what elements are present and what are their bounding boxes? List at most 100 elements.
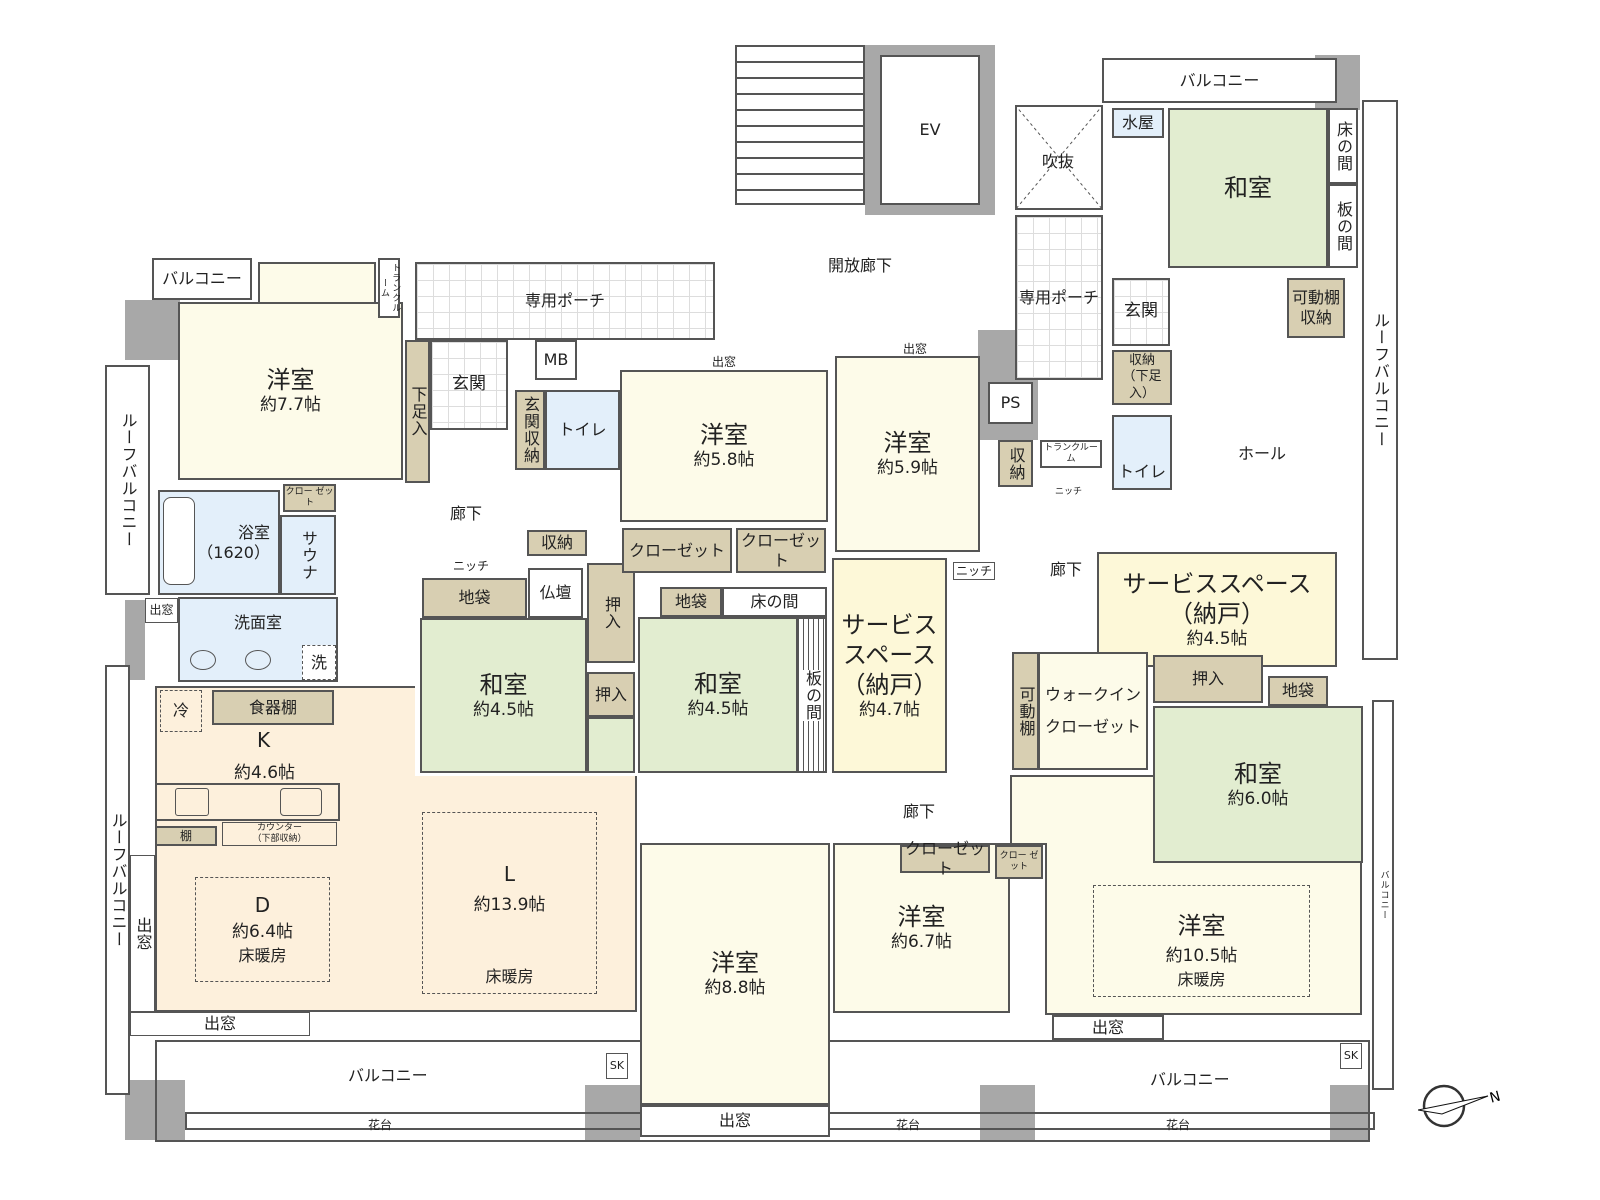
western-room-7-7: 洋室約7.7帖	[178, 302, 403, 480]
cupboard-label: 食器棚	[248, 697, 297, 717]
oshiire-label: 押入	[594, 684, 627, 704]
sk-sink: SK	[606, 1053, 628, 1079]
fridge-space: 冷	[160, 690, 202, 732]
washer-space: 洗	[302, 645, 336, 680]
balcony-label: バルコニー	[1150, 1070, 1230, 1089]
itanoma: 板の間	[797, 617, 827, 773]
roof-balcony-left-top: ルーフバルコニー	[105, 365, 150, 595]
entry-storage-label: 玄関収納	[521, 396, 540, 464]
movable-shelf-storage: 可動棚収納	[1287, 278, 1345, 338]
living-size: 約13.9帖	[473, 895, 546, 915]
itanoma-label: 板の間	[802, 669, 822, 721]
room-name: 洋室	[897, 903, 946, 932]
room-name: 洋室	[883, 429, 932, 458]
bath-name: 浴室	[237, 522, 270, 542]
oshiire: 押入	[587, 672, 635, 717]
trunk-room-label: トランクルーム	[379, 263, 401, 313]
entrance-label: 玄関	[1124, 301, 1158, 322]
roof-balcony-label: ルーフバルコニー	[118, 412, 138, 548]
western-room-5-9: 洋室約5.9帖	[835, 356, 980, 552]
room-name: 洋室	[711, 949, 759, 978]
floor-heating-label: 床暖房	[485, 967, 534, 986]
kitchen-size: 約4.6帖	[234, 763, 296, 783]
room-size: 約5.9帖	[876, 458, 939, 479]
stove-icon	[175, 788, 209, 816]
western-room-5-8: 洋室約5.8帖	[620, 370, 828, 522]
washitsu-4-5-mid: 和室約4.5帖	[638, 617, 798, 773]
mizuya: 水屋	[1112, 108, 1164, 138]
room-name: サービススペース	[1122, 569, 1312, 598]
kitchen-counter	[155, 783, 340, 821]
jibukuro-label: 地袋	[1281, 681, 1314, 700]
counter-sub-label: （下部収納）	[252, 834, 307, 844]
niche-label: ニッチ	[453, 559, 490, 573]
jibukuro: 地袋	[422, 578, 527, 618]
walk-in-label: ウォークイン	[1044, 685, 1141, 704]
bay-window-label: 出窓	[903, 342, 928, 356]
wall	[125, 300, 180, 360]
cupboard: 食器棚	[212, 690, 334, 725]
room-name: サービス	[841, 610, 938, 639]
ev-label: EV	[919, 120, 941, 139]
closet-small: クロー ゼット	[283, 484, 336, 512]
planter-label: 花台	[896, 1118, 921, 1132]
walk-in-label: クローゼット	[1044, 717, 1141, 736]
balcony-label: バルコニー	[162, 269, 242, 288]
bay-window-left: 出窓	[130, 855, 155, 1012]
bay-window-bottom: 出窓	[130, 1012, 310, 1036]
movable-shelf-label: 可動棚	[1016, 685, 1036, 737]
wall	[125, 600, 145, 680]
bathtub-icon	[163, 497, 195, 585]
room-size: 約4.5帖	[472, 699, 535, 720]
room-size: 約6.0帖	[1227, 788, 1289, 809]
bath-size: （1620）	[197, 542, 270, 562]
storage-label: 収納	[1299, 308, 1332, 327]
dining-size: 約6.4帖	[231, 922, 294, 942]
entrance-label: 玄関	[452, 374, 486, 395]
balcony-right-narrow: バルコニー	[1372, 700, 1394, 1090]
bay-window-label: 出窓	[712, 355, 737, 369]
roof-balcony-label: ルーフバルコニー	[108, 812, 128, 948]
bay-window-label: 出窓	[718, 1111, 751, 1130]
ps: PS	[988, 382, 1033, 424]
balcony-top-left: バルコニー	[152, 258, 252, 300]
mizuya-label: 水屋	[1121, 113, 1154, 132]
bay-window-label: 出窓	[149, 603, 174, 617]
toilet-left: トイレ	[545, 390, 620, 470]
corridor-label: 廊下	[903, 802, 936, 821]
western-room-7-7-upper	[258, 262, 376, 304]
trunk-room-label: トランクルーム	[1044, 442, 1098, 464]
void-x-icon	[1015, 105, 1103, 210]
closet-label: クローゼット	[628, 540, 725, 560]
oshiire: 押入	[1153, 655, 1263, 703]
tokonoma: 床の間	[1328, 108, 1358, 184]
mb: MB	[535, 340, 577, 380]
dining-name: D	[254, 893, 271, 917]
storage-label: 収納	[1006, 446, 1026, 481]
room-name: 和室	[1224, 174, 1272, 202]
closet: クローゼット	[736, 528, 826, 573]
floor-heating-label: 床暖房	[238, 946, 287, 965]
closet: クローゼット	[900, 839, 990, 878]
elevator: EV	[880, 55, 980, 205]
mb-label: MB	[543, 350, 569, 369]
niche: ニッチ	[953, 562, 995, 580]
room-name: 洋室	[266, 366, 315, 395]
room-name: （納戸）	[841, 670, 938, 699]
dining-floor-heating: D 約6.4帖床暖房	[195, 877, 330, 982]
bay-window-label: 出窓	[203, 1014, 236, 1033]
shoe-label: 下足入	[408, 386, 428, 437]
trunk-room: トランクルーム	[1040, 440, 1102, 468]
niche-label: ニッチ	[955, 563, 992, 578]
entrance-right: 玄関	[1112, 278, 1170, 346]
toilet-label: トイレ	[1117, 462, 1166, 481]
oshiire-label: 押入	[1191, 669, 1224, 688]
void-label: 吹抜	[1042, 152, 1075, 171]
itanoma: 板の間	[1328, 184, 1358, 268]
private-porch-left: 専用ポーチ	[415, 262, 715, 340]
butsudan-label: 仏壇	[539, 583, 572, 602]
room-name: （納戸）	[1169, 599, 1265, 628]
sink-icon	[245, 650, 271, 670]
roof-balcony-label: ルーフバルコニー	[1371, 312, 1390, 448]
